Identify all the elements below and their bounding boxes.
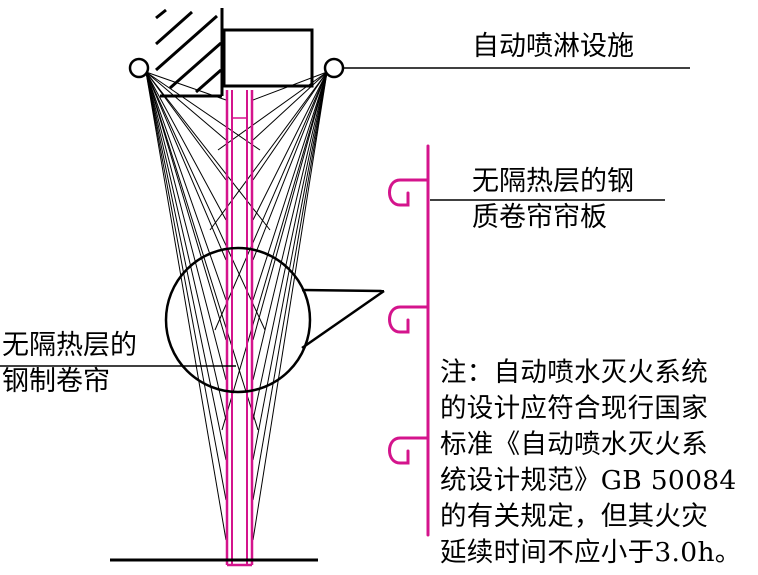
magnifier-callout bbox=[164, 246, 385, 394]
spray-line bbox=[252, 71, 328, 141]
steel-shutter-label: 无隔热层的 钢制卷帘 bbox=[2, 328, 137, 400]
spray-line bbox=[252, 71, 328, 381]
shutter-plate-label-line: 质卷帘帘板 bbox=[472, 202, 607, 233]
spray-line bbox=[252, 71, 328, 421]
spray-line bbox=[145, 71, 227, 181]
note-line: 延续时间不应小于3.0h。 bbox=[440, 537, 742, 568]
sprinkler-label: 自动喷淋设施 bbox=[472, 31, 634, 62]
spray-line bbox=[145, 71, 259, 431]
spray-line bbox=[217, 71, 328, 151]
spray-line bbox=[214, 71, 328, 331]
spray-line bbox=[145, 71, 227, 221]
spray-line bbox=[145, 71, 227, 301]
wall-section bbox=[155, 8, 224, 98]
spray-line bbox=[252, 71, 328, 341]
note-line: 的有关规定，但其火灾 bbox=[440, 501, 708, 532]
spray-line bbox=[145, 71, 227, 381]
left-sprinkler-head bbox=[128, 57, 150, 79]
spray-line bbox=[145, 71, 227, 421]
shutter-plate-detail bbox=[388, 144, 430, 537]
spray-line bbox=[145, 71, 266, 331]
spray-line bbox=[252, 71, 328, 541]
shutter-plate-label-line: 无隔热层的钢 bbox=[472, 166, 634, 197]
note-line: 统设计规范》GB 50084 bbox=[440, 465, 737, 496]
note-text: 注：自动喷水灭火系统 的设计应符合现行国家 标准《自动喷水灭火系 统设计规范》G… bbox=[440, 355, 742, 571]
shutter-housing bbox=[222, 28, 314, 88]
shutter-plate-label: 无隔热层的钢 质卷帘帘板 bbox=[472, 164, 634, 236]
spray-line bbox=[145, 71, 227, 461]
spray-line bbox=[145, 71, 261, 151]
spray-line bbox=[252, 71, 328, 461]
spray-line bbox=[145, 71, 227, 541]
spray-line bbox=[252, 71, 328, 261]
steel-shutter-curtain bbox=[225, 90, 254, 567]
spray-line bbox=[209, 71, 328, 231]
note-line: 注：自动喷水灭火系统 bbox=[440, 357, 708, 388]
steel-shutter-label-line: 无隔热层的 bbox=[2, 330, 137, 361]
spray-line bbox=[145, 71, 227, 101]
spray-line bbox=[252, 71, 328, 101]
spray-line bbox=[252, 71, 328, 501]
spray-line bbox=[145, 71, 227, 141]
note-line: 标准《自动喷水灭火系 bbox=[440, 429, 708, 460]
spray-line bbox=[252, 71, 328, 181]
right-sprinkler-head bbox=[323, 57, 345, 79]
spray-line bbox=[221, 71, 328, 431]
right-spray-lines bbox=[209, 71, 328, 541]
spray-line bbox=[145, 71, 227, 341]
steel-shutter-label-line: 钢制卷帘 bbox=[2, 366, 110, 397]
spray-line bbox=[145, 71, 227, 501]
spray-line bbox=[252, 71, 328, 221]
spray-line bbox=[145, 71, 271, 231]
spray-line bbox=[145, 71, 227, 261]
note-line: 的设计应符合现行国家 bbox=[440, 393, 708, 424]
spray-line bbox=[252, 71, 328, 301]
